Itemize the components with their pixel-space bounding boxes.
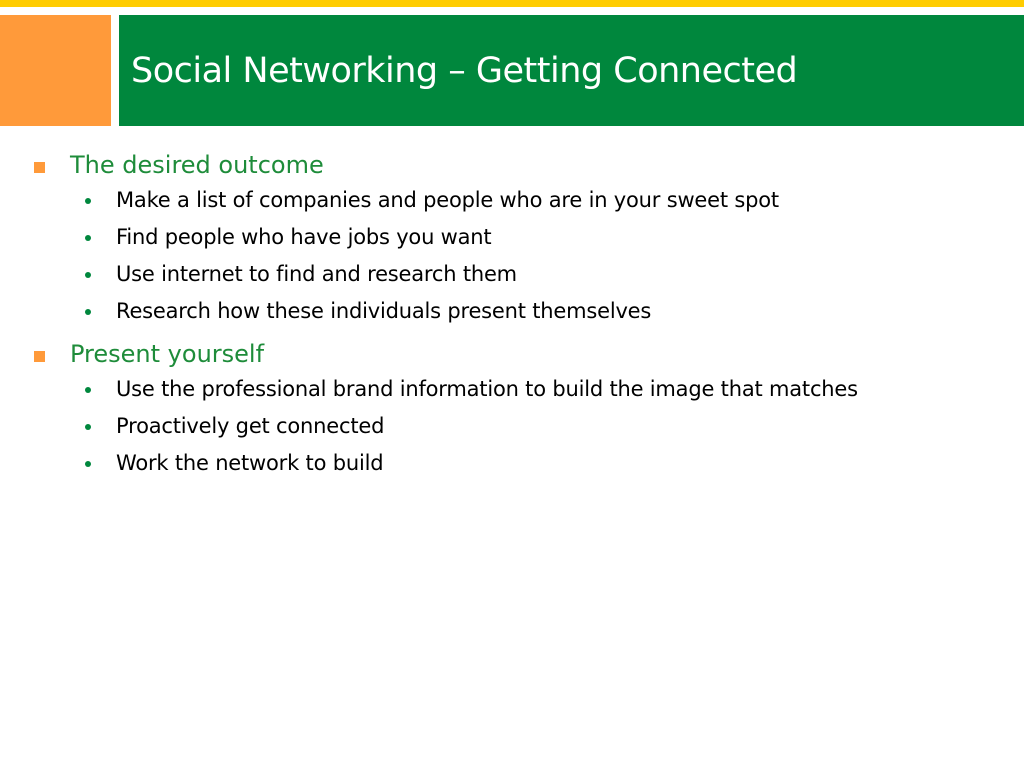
list-item: Use the professional brand information t… bbox=[0, 375, 1024, 412]
list-item: Use internet to find and research them bbox=[0, 260, 1024, 297]
top-accent-bar bbox=[0, 0, 1024, 7]
slide-content: The desired outcome Make a list of compa… bbox=[0, 148, 1024, 486]
list-item-text: Find people who have jobs you want bbox=[116, 225, 492, 249]
list-item-text: Research how these individuals present t… bbox=[116, 299, 652, 323]
dot-bullet-icon bbox=[85, 198, 91, 204]
section-desired-outcome: The desired outcome Make a list of compa… bbox=[0, 148, 1024, 334]
dot-bullet-icon bbox=[85, 235, 91, 241]
dot-bullet-icon bbox=[85, 272, 91, 278]
dot-bullet-icon bbox=[85, 461, 91, 467]
list-item: Make a list of companies and people who … bbox=[0, 186, 1024, 223]
square-bullet-icon bbox=[34, 351, 45, 362]
list-item: Research how these individuals present t… bbox=[0, 297, 1024, 334]
dot-bullet-icon bbox=[85, 424, 91, 430]
section-present-yourself: Present yourself Use the professional br… bbox=[0, 337, 1024, 486]
list-item-text: Proactively get connected bbox=[116, 414, 385, 438]
dot-bullet-icon bbox=[85, 309, 91, 315]
list-item: Find people who have jobs you want bbox=[0, 223, 1024, 260]
list-item: Proactively get connected bbox=[0, 412, 1024, 449]
list-item-text: Use the professional brand information t… bbox=[116, 377, 858, 401]
section-heading: The desired outcome bbox=[70, 151, 324, 179]
list-item-text: Make a list of companies and people who … bbox=[116, 188, 779, 212]
list-item-text: Use internet to find and research them bbox=[116, 262, 517, 286]
list-item-text: Work the network to build bbox=[116, 451, 384, 475]
section-heading-row: The desired outcome bbox=[0, 148, 1024, 186]
slide-title: Social Networking – Getting Connected bbox=[131, 50, 798, 91]
dot-bullet-icon bbox=[85, 387, 91, 393]
title-band: Social Networking – Getting Connected bbox=[119, 15, 1024, 126]
section-heading-row: Present yourself bbox=[0, 337, 1024, 375]
list-item: Work the network to build bbox=[0, 449, 1024, 486]
section-heading: Present yourself bbox=[70, 340, 265, 368]
square-bullet-icon bbox=[34, 162, 45, 173]
orange-accent-block bbox=[0, 15, 111, 126]
